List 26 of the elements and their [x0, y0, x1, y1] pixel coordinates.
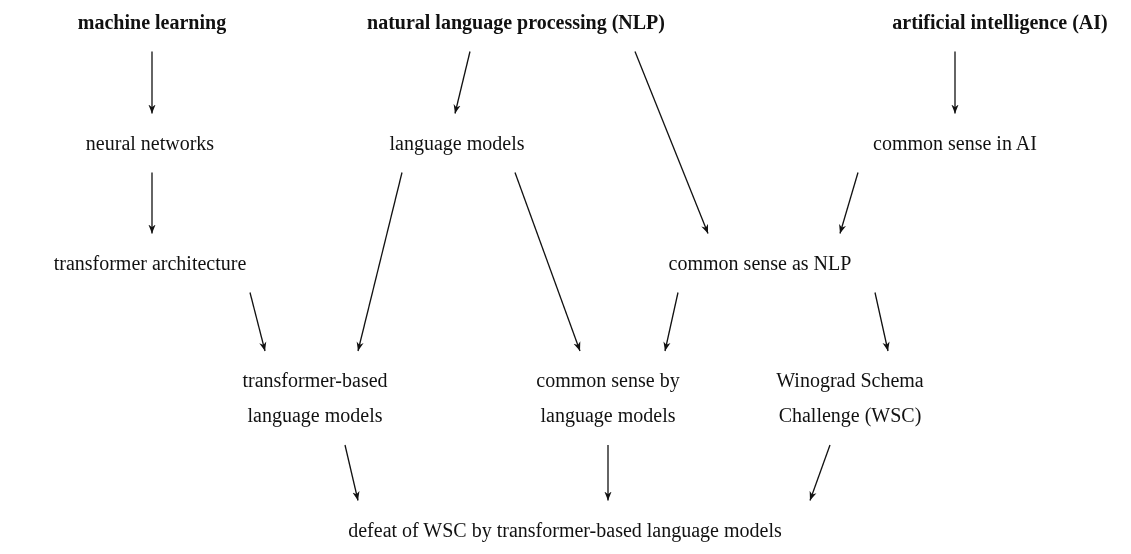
topic-label: common sense by language models: [503, 351, 713, 445]
arrow: [634, 50, 709, 235]
topic-label: transformer architecture: [49, 233, 251, 293]
topic-label: transformer-based language models: [215, 351, 415, 445]
topic-label: neural networks: [81, 113, 219, 173]
topic-label: natural language processing (NLP): [363, 0, 669, 52]
topic-label: machine learning: [73, 0, 231, 52]
topic-label: artificial intelligence (AI): [888, 0, 1112, 52]
topic-label: language models: [385, 113, 529, 173]
arrow: [453, 50, 471, 115]
arrow: [839, 171, 859, 235]
arrow: [148, 50, 156, 115]
arrow: [514, 171, 581, 352]
topic-label: defeat of WSC by transformer-based language models: [344, 500, 786, 554]
topic-label: common sense in AI: [869, 113, 1041, 173]
arrow: [874, 291, 890, 352]
arrow: [663, 291, 679, 352]
arrow: [604, 444, 612, 502]
arrow: [344, 444, 360, 502]
arrow: [148, 171, 156, 235]
topic-label: Winograd Schema Challenge (WSC): [742, 351, 958, 445]
arrow: [356, 171, 403, 352]
arrow: [249, 291, 267, 352]
arrow: [951, 50, 959, 115]
topic-label: common sense as NLP: [664, 233, 856, 293]
arrow: [809, 444, 831, 502]
